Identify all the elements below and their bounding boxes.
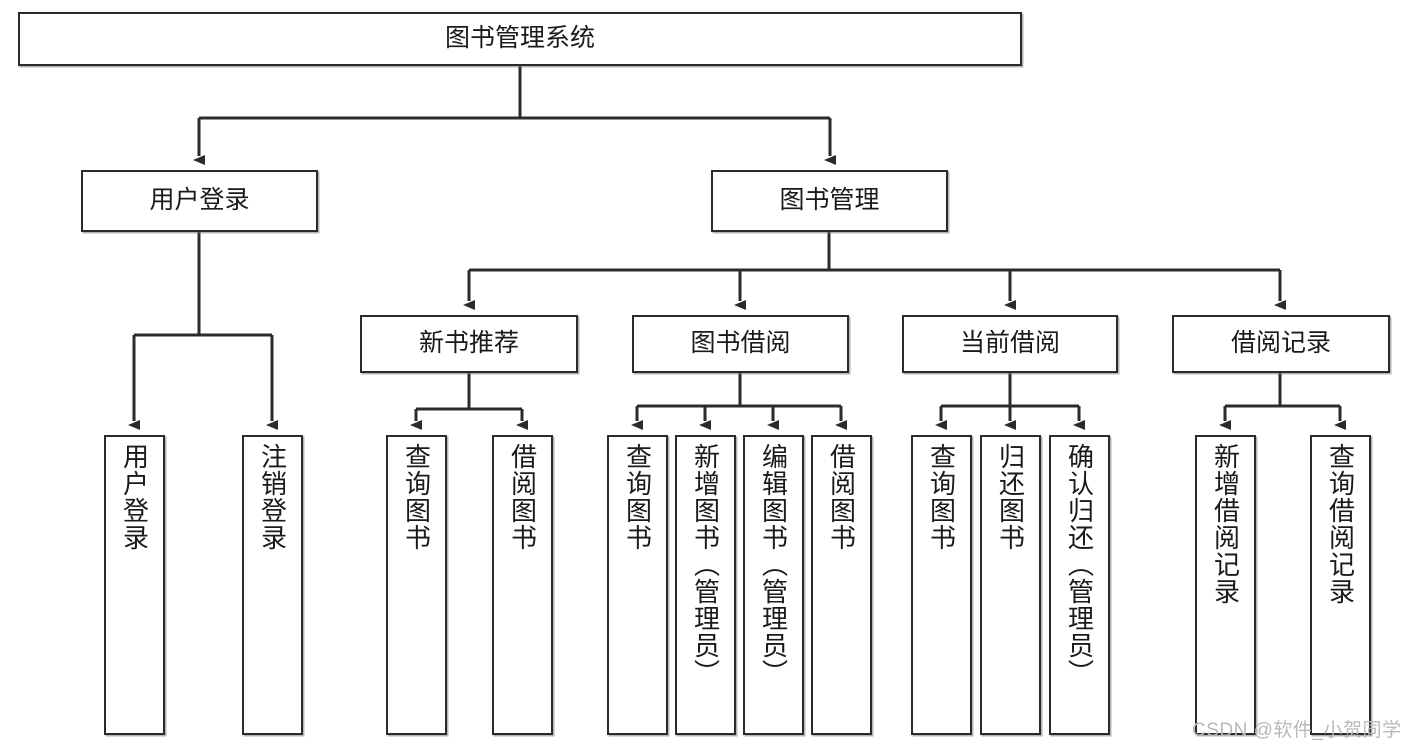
node-label: 用户登录 (149, 186, 250, 215)
leaf-add-borrow-record[interactable]: 新增借阅记录 (1195, 435, 1256, 735)
leaf-user-login[interactable]: 用户登录 (104, 435, 165, 735)
node-borrow-record[interactable]: 借阅记录 (1172, 315, 1390, 373)
leaf-query-book-borrow[interactable]: 查询图书 (607, 435, 668, 735)
leaf-edit-book-admin[interactable]: 编辑图书（管理员） (743, 435, 804, 735)
node-label: 确认归还（管理员） (1064, 443, 1095, 686)
node-label: 查询图书 (926, 443, 957, 551)
node-book-management[interactable]: 图书管理 (711, 170, 948, 232)
leaf-query-borrow-record[interactable]: 查询借阅记录 (1310, 435, 1371, 735)
node-root-system[interactable]: 图书管理系统 (18, 12, 1022, 66)
node-label: 借阅记录 (1230, 329, 1331, 358)
leaf-query-book-current[interactable]: 查询图书 (911, 435, 972, 735)
leaf-borrow-book[interactable]: 借阅图书 (811, 435, 872, 735)
node-label: 图书管理系统 (444, 24, 595, 53)
node-label: 用户登录 (119, 443, 150, 551)
node-label: 归还图书 (995, 443, 1026, 551)
node-label: 借阅图书 (826, 443, 857, 551)
watermark-text: CSDN @软件_小贺同学 (1192, 720, 1402, 741)
node-new-book-recommend[interactable]: 新书推荐 (360, 315, 578, 373)
node-user-login[interactable]: 用户登录 (81, 170, 318, 232)
node-label: 当前借阅 (959, 329, 1060, 358)
node-label: 新增图书（管理员） (690, 443, 721, 686)
node-label: 借阅图书 (507, 443, 538, 551)
node-label: 查询图书 (622, 443, 653, 551)
leaf-return-book[interactable]: 归还图书 (980, 435, 1041, 735)
leaf-query-book-new[interactable]: 查询图书 (386, 435, 447, 735)
leaf-add-book-admin[interactable]: 新增图书（管理员） (675, 435, 736, 735)
leaf-logout[interactable]: 注销登录 (242, 435, 303, 735)
node-book-borrow[interactable]: 图书借阅 (632, 315, 849, 373)
node-label: 查询图书 (401, 443, 432, 551)
node-label: 新书推荐 (418, 329, 519, 358)
node-label: 图书管理 (779, 186, 880, 215)
leaf-confirm-return-admin[interactable]: 确认归还（管理员） (1049, 435, 1110, 735)
node-label: 新增借阅记录 (1210, 443, 1241, 605)
leaf-borrow-book-new[interactable]: 借阅图书 (492, 435, 553, 735)
node-label: 图书借阅 (690, 329, 791, 358)
node-label: 编辑图书（管理员） (758, 443, 789, 686)
node-label: 注销登录 (257, 443, 288, 551)
node-label: 查询借阅记录 (1325, 443, 1356, 605)
node-current-borrow[interactable]: 当前借阅 (902, 315, 1118, 373)
